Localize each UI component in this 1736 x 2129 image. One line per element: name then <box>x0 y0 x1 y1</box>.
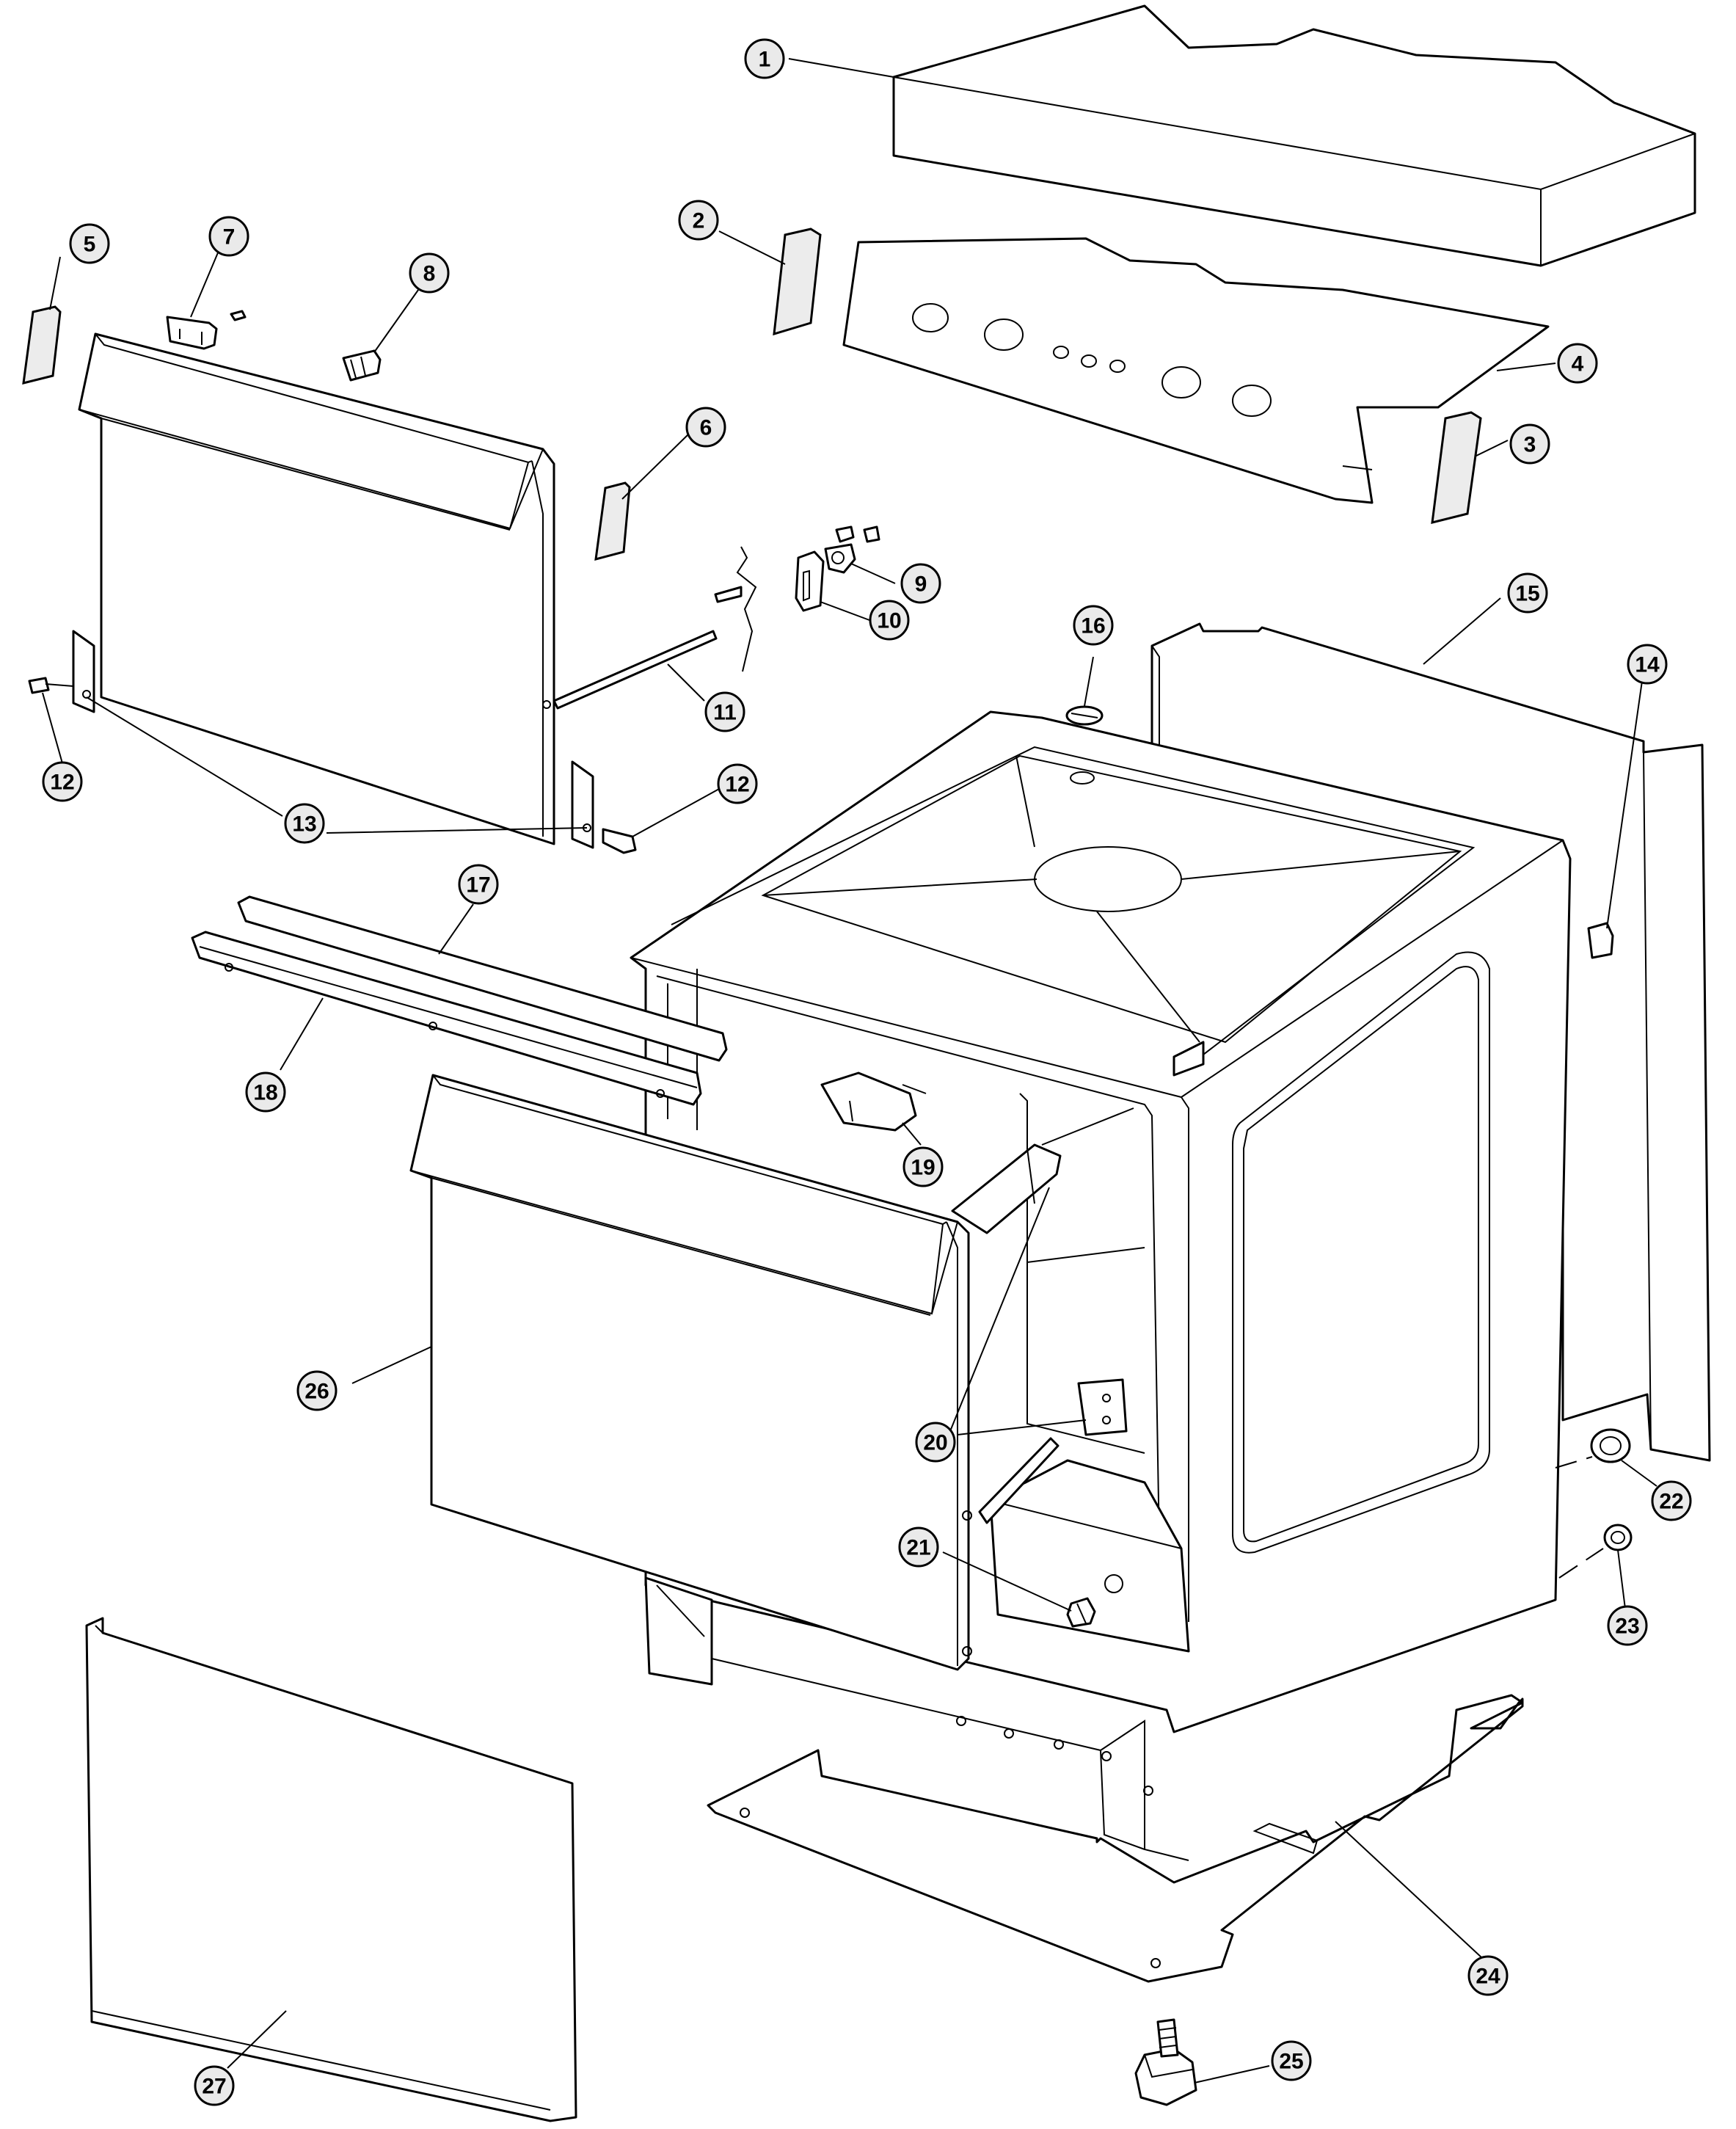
callout-2: 2 <box>678 200 719 241</box>
callout-27: 27 <box>194 2065 235 2106</box>
svg-text:14: 14 <box>1635 653 1660 677</box>
callout-13: 13 <box>284 803 325 844</box>
svg-text:12: 12 <box>725 773 749 797</box>
part-end-cap-right <box>1431 411 1482 524</box>
part-upper-door <box>78 332 555 845</box>
part-leveling-foot <box>1134 2018 1197 2106</box>
part-hinge-right <box>571 760 637 854</box>
part-kick-panel <box>85 1617 577 2122</box>
callout-24: 24 <box>1467 1955 1509 1996</box>
svg-text:7: 7 <box>223 225 236 250</box>
part-top-cover <box>892 4 1696 267</box>
part-linkage <box>552 525 880 710</box>
assembly-axis-23 <box>1558 1548 1604 1579</box>
svg-text:17: 17 <box>466 873 490 898</box>
callout-4: 4 <box>1557 343 1598 384</box>
svg-text:16: 16 <box>1081 614 1105 638</box>
callout-6: 6 <box>685 407 726 448</box>
svg-text:11: 11 <box>713 701 737 725</box>
part-latch <box>820 1071 927 1132</box>
svg-text:15: 15 <box>1515 582 1539 606</box>
callout-21: 21 <box>898 1526 939 1568</box>
part-plug-22 <box>1590 1428 1631 1463</box>
svg-text:21: 21 <box>906 1536 930 1560</box>
part-end-cap-6 <box>594 481 631 561</box>
callout-23: 23 <box>1607 1605 1648 1646</box>
svg-text:23: 23 <box>1615 1615 1639 1639</box>
callout-25: 25 <box>1271 2040 1312 2081</box>
svg-text:24: 24 <box>1476 1965 1500 1989</box>
callout-12a: 12 <box>42 761 83 802</box>
svg-text:22: 22 <box>1659 1490 1683 1514</box>
callout-19: 19 <box>902 1146 944 1187</box>
callout-18: 18 <box>245 1071 286 1113</box>
svg-text:26: 26 <box>304 1380 329 1404</box>
callout-11: 11 <box>704 691 745 732</box>
svg-text:9: 9 <box>915 572 927 597</box>
callout-9: 9 <box>900 563 941 604</box>
part-hinge-left <box>28 630 95 713</box>
callout-1: 1 <box>744 38 785 79</box>
callout-12b: 12 <box>717 763 758 804</box>
svg-text:8: 8 <box>423 262 436 286</box>
part-base-plate <box>707 1694 1524 1983</box>
callout-26: 26 <box>296 1370 338 1411</box>
part-plug-16 <box>1065 705 1104 726</box>
svg-text:6: 6 <box>700 416 712 440</box>
svg-text:25: 25 <box>1279 2050 1303 2074</box>
callout-16: 16 <box>1073 605 1114 646</box>
callout-8: 8 <box>409 252 450 294</box>
svg-text:10: 10 <box>877 609 901 633</box>
callout-3: 3 <box>1509 423 1550 465</box>
callout-15: 15 <box>1507 572 1548 614</box>
svg-text:5: 5 <box>84 233 96 257</box>
part-end-cap-5 <box>22 305 62 385</box>
callout-17: 17 <box>458 864 499 905</box>
svg-text:18: 18 <box>253 1081 277 1105</box>
part-plug-23 <box>1603 1524 1633 1551</box>
svg-text:27: 27 <box>202 2075 226 2099</box>
svg-text:3: 3 <box>1524 433 1536 457</box>
part-clip-7 <box>166 310 247 350</box>
callout-14: 14 <box>1627 644 1668 685</box>
part-brackets <box>951 1143 1128 1524</box>
part-front-door <box>409 1074 972 1671</box>
svg-text:19: 19 <box>911 1156 935 1180</box>
svg-text:2: 2 <box>693 209 705 233</box>
callout-22: 22 <box>1651 1480 1692 1521</box>
part-rails <box>191 895 728 1106</box>
svg-text:13: 13 <box>292 812 316 837</box>
callout-20: 20 <box>915 1422 956 1463</box>
callout-5: 5 <box>69 223 110 264</box>
callout-7: 7 <box>208 216 249 257</box>
leader-lines <box>42 58 1657 2083</box>
part-end-cap-left <box>773 228 822 336</box>
part-control-panel <box>842 237 1550 504</box>
svg-text:12: 12 <box>50 771 74 795</box>
assembly-axis-22 <box>1555 1456 1593 1469</box>
svg-text:4: 4 <box>1572 352 1584 376</box>
callout-10: 10 <box>869 600 910 641</box>
svg-text:20: 20 <box>923 1431 947 1455</box>
part-fitting-8 <box>342 349 382 382</box>
svg-text:1: 1 <box>759 48 771 72</box>
